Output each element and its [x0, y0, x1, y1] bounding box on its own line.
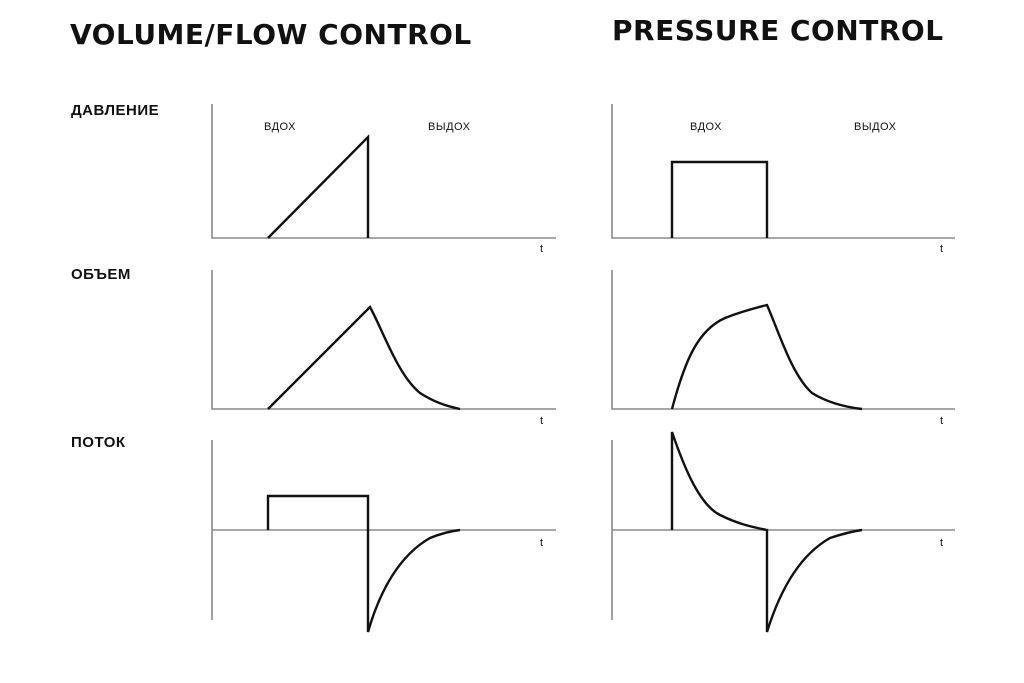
panel-vc-volume: t	[211, 270, 556, 427]
pc-pressure-axes	[611, 104, 955, 239]
vc-pressure-axes	[211, 104, 556, 239]
pc-volume-curve	[670, 303, 863, 411]
vc-flow-curve	[266, 494, 461, 633]
pc-volume-axes	[611, 270, 955, 410]
title-volume-flow-control: VOLUME/FLOW CONTROL	[70, 18, 472, 51]
pc-pressure-exhale-label: ВЫДОХ	[854, 121, 897, 133]
vc-volume-curve	[267, 305, 461, 411]
vc-pressure-curve	[267, 134, 370, 239]
pc-volume-t-label: t	[940, 415, 943, 427]
vc-volume-t-label: t	[540, 415, 543, 427]
panel-vc-pressure: ВДОХ ВЫДОХ t	[211, 104, 556, 255]
pc-flow-curve	[670, 431, 863, 633]
row-label-pressure: ДАВЛЕНИЕ	[71, 102, 160, 119]
row-label-flow: ПОТОК	[71, 434, 126, 451]
panel-vc-flow: t	[211, 440, 556, 633]
pc-pressure-t-label: t	[940, 243, 943, 255]
vc-pressure-t-label: t	[540, 243, 543, 255]
title-pressure-control: PRESSURE CONTROL	[612, 14, 944, 47]
panel-pc-flow: t	[611, 431, 955, 633]
panel-pc-pressure: ВДОХ ВЫДОХ t	[611, 104, 955, 255]
pc-pressure-inhale-label: ВДОХ	[690, 121, 722, 133]
pc-pressure-curve	[670, 160, 769, 238]
panel-pc-volume: t	[611, 270, 955, 427]
row-label-volume: ОБЪЕМ	[71, 266, 131, 283]
pc-flow-axes	[611, 440, 955, 620]
vc-volume-axes	[211, 270, 556, 410]
vc-flow-axes	[211, 440, 556, 620]
vc-pressure-inhale-label: ВДОХ	[264, 121, 296, 133]
pc-flow-t-label: t	[940, 537, 943, 549]
vc-pressure-exhale-label: ВЫДОХ	[428, 121, 471, 133]
vc-flow-t-label: t	[540, 537, 543, 549]
